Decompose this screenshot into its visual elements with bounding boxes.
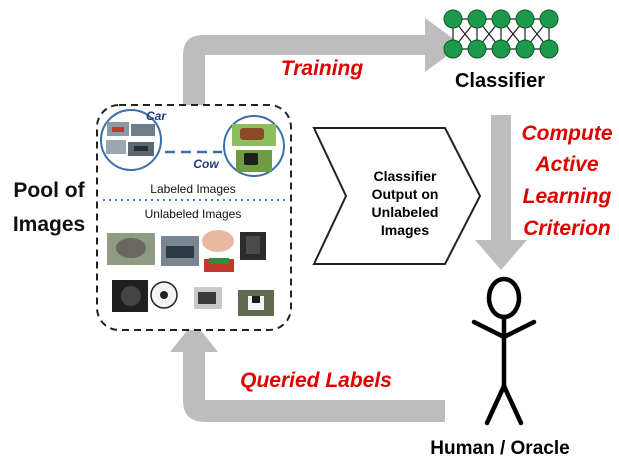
pool-label-line-2: Images — [13, 213, 85, 236]
pool-label: Pool of Images — [13, 179, 86, 236]
queried-arrow — [170, 322, 445, 422]
classifier-output-label: Classifier Output on Unlabeled Images — [372, 168, 439, 238]
neural-network-icon — [443, 9, 559, 59]
training-label: Training — [281, 57, 364, 80]
unlabeled-images-label: Unlabeled Images — [145, 207, 242, 221]
labeled-cow-thumbnail — [223, 115, 285, 177]
pool-label-line-1: Pool of — [13, 179, 85, 202]
compute-label-line-2: Active — [534, 153, 598, 176]
classifier-label: Classifier — [455, 70, 545, 92]
compute-label: Compute Active Learning Criterion — [522, 122, 613, 240]
labeled-car-thumbnail — [100, 109, 162, 171]
classifier-output-line-3: Unlabeled — [372, 204, 439, 220]
classifier-output-line-2: Output on — [372, 186, 439, 202]
compute-label-line-4: Criterion — [523, 217, 611, 240]
classifier-output-chevron — [312, 127, 482, 265]
stick-figure-icon — [471, 276, 537, 426]
unlabeled-thumbnails — [107, 230, 274, 316]
compute-arrow — [475, 115, 527, 270]
compute-label-line-3: Learning — [523, 185, 612, 208]
training-arrow — [183, 18, 462, 115]
cow-label: Cow — [193, 157, 219, 171]
car-label: Car — [146, 109, 167, 123]
classifier-output-line-4: Images — [381, 222, 429, 238]
human-oracle-label: Human / Oracle — [430, 438, 569, 459]
classifier-output-line-1: Classifier — [373, 168, 437, 184]
queried-labels-label: Queried Labels — [240, 369, 392, 392]
labeled-images-label: Labeled Images — [150, 182, 235, 196]
compute-label-line-1: Compute — [522, 122, 613, 145]
